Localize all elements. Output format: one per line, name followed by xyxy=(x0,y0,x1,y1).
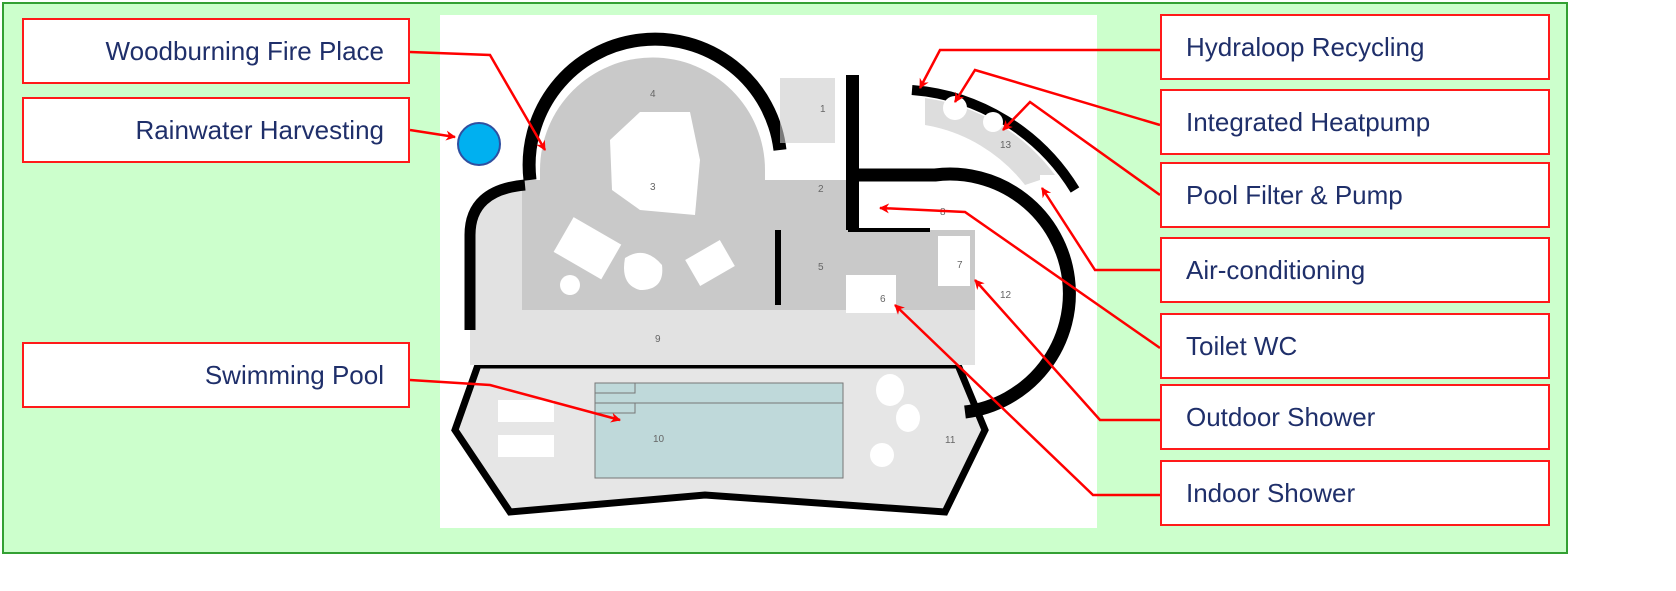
label-text: Swimming Pool xyxy=(204,359,384,390)
terrace xyxy=(470,185,975,365)
label-indoor-shower: Indoor Shower xyxy=(1160,460,1550,526)
room-number: 13 xyxy=(1000,140,1012,151)
room-number: 12 xyxy=(1000,290,1012,301)
room-number: 8 xyxy=(940,207,946,218)
label-text: Pool Filter & Pump xyxy=(1186,179,1403,210)
label-text: Air-conditioning xyxy=(1186,254,1366,285)
sun-lounger xyxy=(498,400,554,422)
bed xyxy=(610,112,700,215)
arrow-pool-filter xyxy=(1002,100,1161,197)
label-text: Outdoor Shower xyxy=(1186,401,1376,432)
room-number: 3 xyxy=(650,182,656,193)
label-pool-filter-pump: Pool Filter & Pump xyxy=(1160,162,1550,228)
label-woodburning-fire-place: Woodburning Fire Place xyxy=(22,18,410,84)
room-number: 10 xyxy=(653,434,665,445)
room-number: 1 xyxy=(820,104,826,115)
label-hydraloop-recycling: Hydraloop Recycling xyxy=(1160,14,1550,80)
label-swimming-pool: Swimming Pool xyxy=(22,342,410,408)
room-number: 7 xyxy=(957,260,963,271)
sun-lounger xyxy=(498,435,554,457)
arrow-aircon xyxy=(1040,187,1160,272)
label-toilet-wc: Toilet WC xyxy=(1160,313,1550,379)
arrow-pool xyxy=(409,378,621,423)
room-number: 2 xyxy=(818,184,824,195)
arched-wall xyxy=(522,32,787,181)
label-text: Woodburning Fire Place xyxy=(105,35,384,66)
label-text: Rainwater Harvesting xyxy=(135,114,384,145)
room-number: 5 xyxy=(818,262,824,273)
room-number: 11 xyxy=(945,435,956,446)
arrow-outdoor-shower xyxy=(974,279,1160,422)
label-text: Indoor Shower xyxy=(1186,477,1356,508)
label-outdoor-shower: Outdoor Shower xyxy=(1160,384,1550,450)
room-number: 4 xyxy=(650,89,656,100)
room-number: 6 xyxy=(880,294,886,305)
label-integrated-heatpump: Integrated Heatpump xyxy=(1160,89,1550,155)
label-text: Hydraloop Recycling xyxy=(1186,31,1425,62)
label-text: Integrated Heatpump xyxy=(1186,106,1431,137)
label-air-conditioning: Air-conditioning xyxy=(1160,237,1550,303)
arrow-hydraloop xyxy=(918,48,1160,89)
swimming-pool xyxy=(594,382,844,479)
room-number: 9 xyxy=(655,334,661,345)
rainwater-tank xyxy=(457,122,501,166)
arrow-fireplace xyxy=(409,50,547,151)
arrow-heatpump xyxy=(953,68,1161,127)
label-rainwater-harvesting: Rainwater Harvesting xyxy=(22,97,410,163)
arrow-rainwater xyxy=(409,128,456,141)
arrow-indoor-shower xyxy=(894,304,1160,497)
arrow-toilet xyxy=(879,203,1161,350)
label-text: Toilet WC xyxy=(1186,330,1298,361)
